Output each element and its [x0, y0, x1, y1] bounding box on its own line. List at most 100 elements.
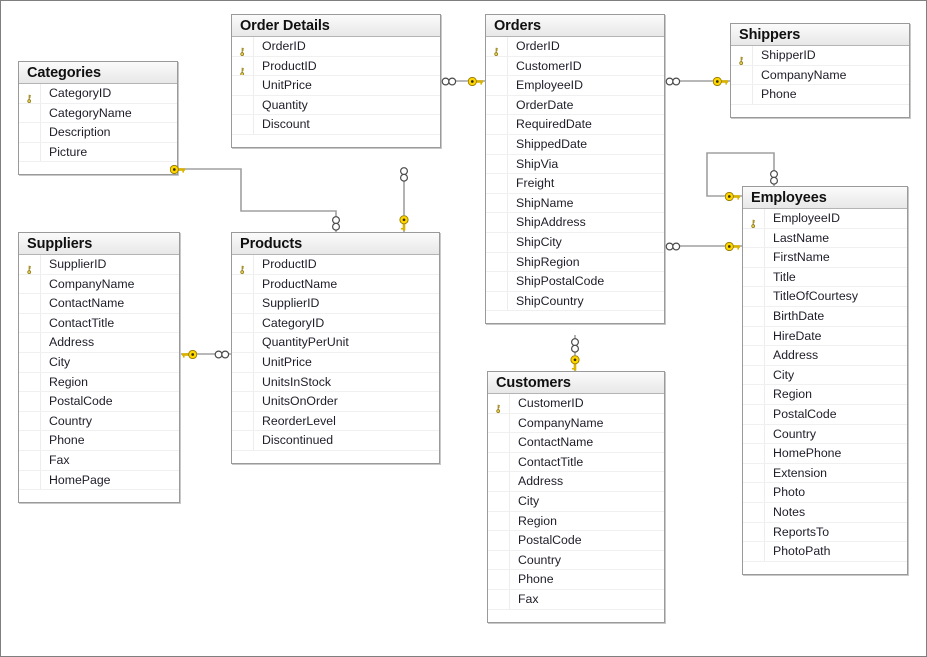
field-gutter	[232, 76, 254, 95]
field-row[interactable]: CustomerID	[488, 394, 664, 414]
field-row[interactable]: CustomerID	[486, 56, 664, 77]
field-row[interactable]: SupplierID	[19, 255, 179, 275]
field-row[interactable]: Discontinued	[232, 431, 439, 451]
field-row[interactable]: UnitPrice	[232, 76, 440, 96]
field-row[interactable]: UnitsInStock	[232, 372, 439, 393]
field-row[interactable]: QuantityPerUnit	[232, 333, 439, 353]
field-row[interactable]: Address	[19, 333, 179, 353]
field-row[interactable]: TitleOfCourtesy	[743, 287, 907, 307]
field-row[interactable]: PostalCode	[19, 392, 179, 412]
key-icon-one-order-details-to-products	[396, 215, 412, 230]
field-row[interactable]: Title	[743, 267, 907, 288]
field-row[interactable]: ShipperID	[731, 46, 909, 66]
field-row[interactable]: ShipPostalCode	[486, 272, 664, 292]
field-row[interactable]: OrderID	[232, 37, 440, 57]
field-row[interactable]: OrderID	[486, 37, 664, 57]
field-row[interactable]: CompanyName	[731, 65, 909, 86]
field-row[interactable]: CategoryID	[232, 313, 439, 334]
field-row[interactable]: City	[488, 491, 664, 512]
field-row[interactable]: UnitsOnOrder	[232, 392, 439, 412]
field-row[interactable]: City	[743, 365, 907, 386]
field-row[interactable]: Photo	[743, 483, 907, 503]
field-row[interactable]: Quantity	[232, 95, 440, 116]
field-name: City	[49, 354, 71, 369]
field-row[interactable]: Country	[19, 411, 179, 432]
field-row[interactable]: Discount	[232, 115, 440, 135]
field-row[interactable]: UnitPrice	[232, 352, 439, 373]
field-row[interactable]: Phone	[19, 431, 179, 451]
field-row[interactable]: ProductName	[232, 274, 439, 295]
field-row[interactable]: ContactName	[19, 294, 179, 314]
field-row[interactable]: Address	[743, 346, 907, 366]
field-row[interactable]: RequiredDate	[486, 115, 664, 135]
field-row[interactable]: Region	[743, 385, 907, 405]
field-row[interactable]: FirstName	[743, 248, 907, 268]
field-row[interactable]: ShipRegion	[486, 252, 664, 273]
field-row[interactable]: PhotoPath	[743, 542, 907, 562]
field-row[interactable]: Country	[488, 550, 664, 571]
field-row[interactable]: ShipCountry	[486, 291, 664, 312]
field-row[interactable]: BirthDate	[743, 306, 907, 327]
field-row[interactable]: CompanyName	[488, 413, 664, 434]
field-row[interactable]: Phone	[731, 85, 909, 105]
field-row[interactable]: Freight	[486, 174, 664, 194]
field-row[interactable]: ShipName	[486, 193, 664, 214]
field-row[interactable]: Fax	[19, 450, 179, 471]
field-name: Region	[773, 387, 812, 402]
field-gutter	[19, 123, 41, 142]
field-row[interactable]: Region	[19, 372, 179, 393]
field-name: CompanyName	[49, 276, 135, 291]
field-row[interactable]: LastName	[743, 228, 907, 249]
field-row[interactable]: City	[19, 352, 179, 373]
field-gutter	[232, 333, 254, 352]
field-row[interactable]: Region	[488, 511, 664, 532]
field-row[interactable]: PostalCode	[743, 404, 907, 425]
field-row[interactable]: Phone	[488, 570, 664, 590]
field-row[interactable]: EmployeeID	[743, 209, 907, 229]
field-row[interactable]: ShipAddress	[486, 213, 664, 233]
field-row[interactable]: ShipVia	[486, 154, 664, 175]
field-row[interactable]: ProductID	[232, 255, 439, 275]
field-row[interactable]: EmployeeID	[486, 76, 664, 96]
field-row[interactable]: HomePage	[19, 470, 179, 491]
field-row[interactable]: ShippedDate	[486, 134, 664, 155]
field-row[interactable]: CategoryName	[19, 103, 177, 124]
field-row[interactable]: ReportsTo	[743, 522, 907, 543]
field-row[interactable]: SupplierID	[232, 294, 439, 314]
field-row[interactable]: Address	[488, 472, 664, 492]
field-row[interactable]: HireDate	[743, 326, 907, 347]
field-row[interactable]: Description	[19, 123, 177, 143]
field-row[interactable]: Fax	[488, 589, 664, 610]
field-row[interactable]: ProductID	[232, 56, 440, 77]
field-row[interactable]: PostalCode	[488, 531, 664, 551]
field-row[interactable]: OrderDate	[486, 95, 664, 116]
field-gutter	[731, 85, 753, 104]
field-row[interactable]: HomePhone	[743, 444, 907, 464]
field-row[interactable]: CompanyName	[19, 274, 179, 295]
field-name: Address	[518, 474, 564, 489]
field-row[interactable]: ContactTitle	[488, 452, 664, 473]
field-name: ContactName	[518, 435, 594, 450]
field-gutter	[488, 550, 510, 570]
field-row[interactable]: CategoryID	[19, 84, 177, 104]
field-row[interactable]: Notes	[743, 502, 907, 523]
field-row[interactable]: ReorderLevel	[232, 411, 439, 432]
field-row[interactable]: ShipCity	[486, 232, 664, 253]
field-name: Region	[49, 374, 88, 389]
field-row[interactable]: Picture	[19, 142, 177, 163]
relationship-line-categories-to-products[interactable]	[178, 168, 337, 232]
field-row[interactable]: ContactTitle	[19, 313, 179, 334]
field-row[interactable]: ContactName	[488, 433, 664, 453]
field-row[interactable]: Country	[743, 424, 907, 445]
field-row[interactable]: Extension	[743, 463, 907, 484]
